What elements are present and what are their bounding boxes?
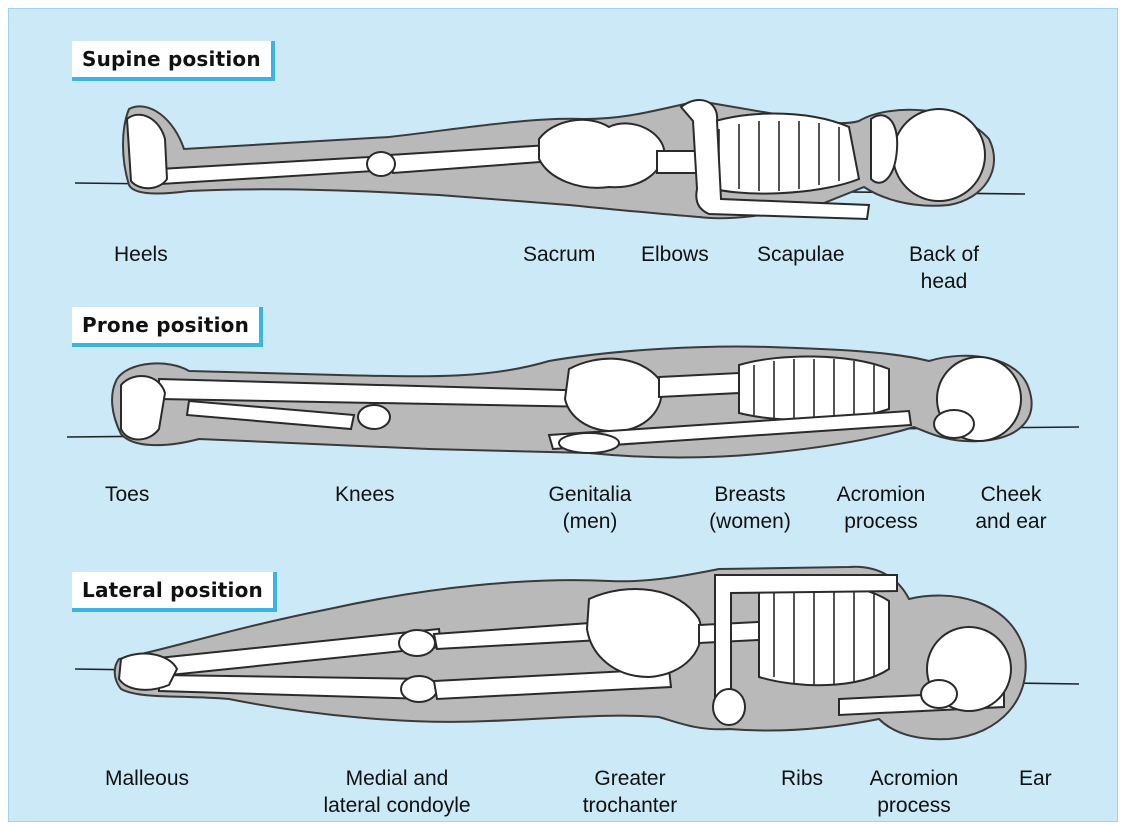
label-condoyle-line1: Medial and bbox=[299, 765, 495, 792]
label-acromion-lateral-line2: process bbox=[851, 792, 977, 819]
label-malleous: Malleous bbox=[105, 765, 189, 792]
label-trochanter-line1: Greater bbox=[565, 765, 695, 792]
label-trochanter-line2: trochanter bbox=[565, 792, 695, 819]
lateral-foot-bone bbox=[119, 654, 177, 690]
label-acromion-lateral-line1: Acromion bbox=[851, 765, 977, 792]
lateral-face bbox=[921, 680, 957, 708]
label-ribs: Ribs bbox=[781, 765, 823, 792]
lateral-hand-bone bbox=[713, 689, 745, 725]
lateral-knee-lower bbox=[401, 676, 437, 702]
lateral-knee-upper bbox=[399, 630, 435, 656]
lateral-ribcage bbox=[759, 584, 889, 686]
diagram-panel: Supine position Heels Sacrum Elbows Scap… bbox=[8, 8, 1118, 822]
label-ear: Ear bbox=[1019, 765, 1052, 792]
lateral-figure bbox=[9, 9, 1117, 821]
label-condoyle-line2: lateral condoyle bbox=[299, 792, 495, 819]
